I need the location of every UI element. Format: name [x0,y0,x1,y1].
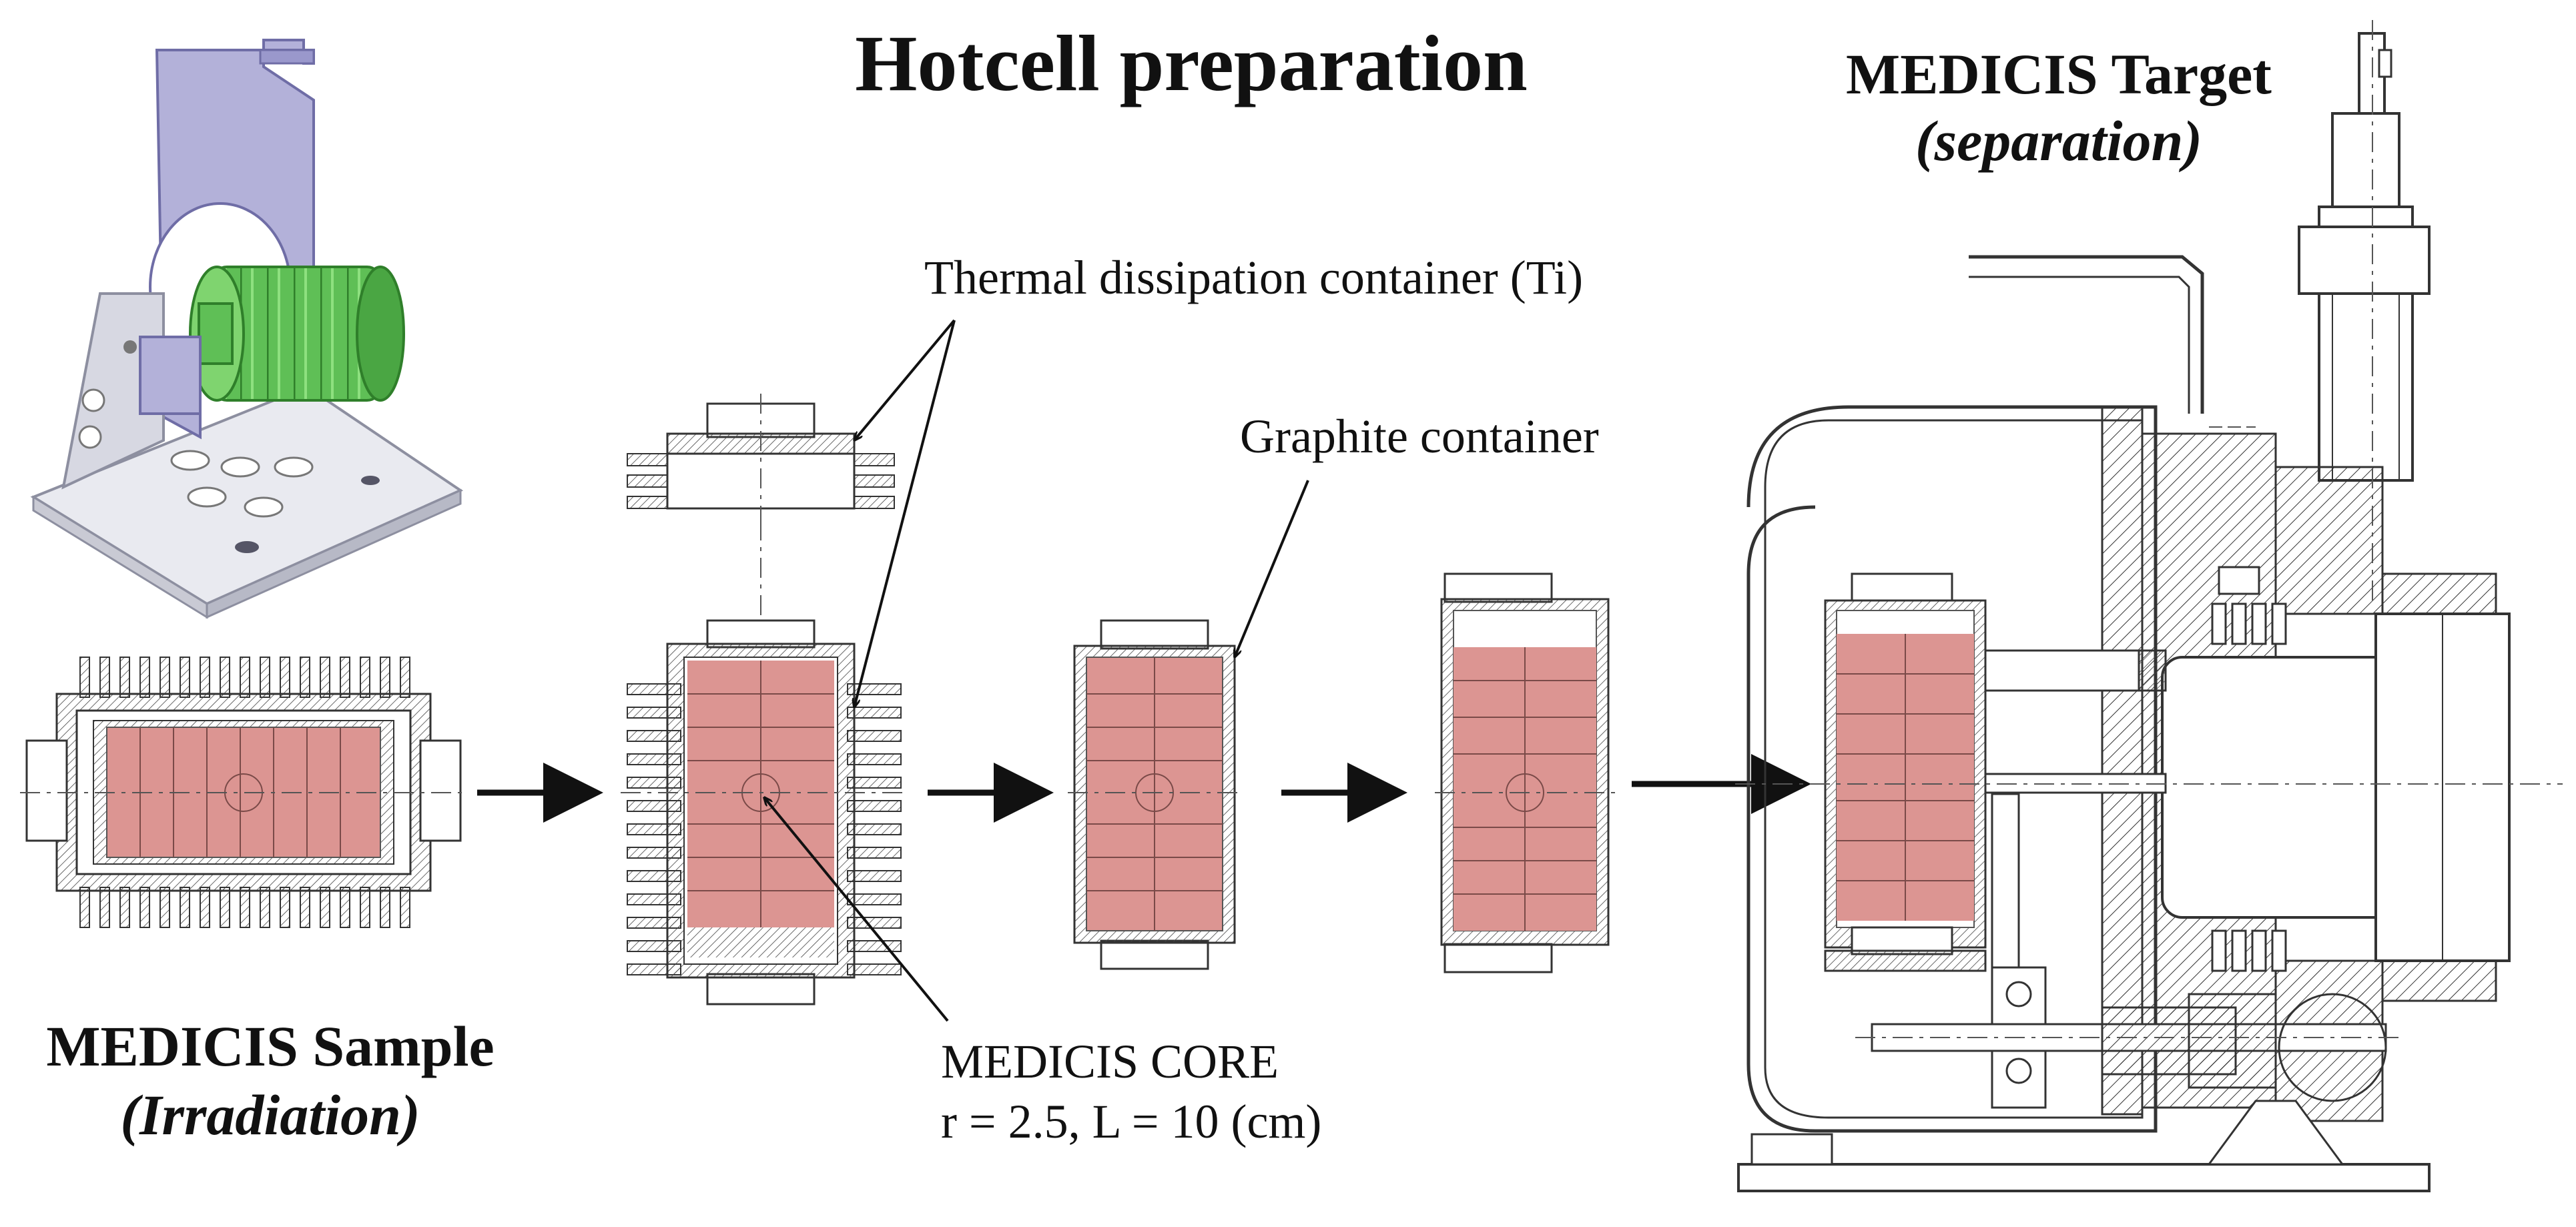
thermal-leader-2 [854,320,956,707]
sample-title: MEDICIS Sample [46,1014,494,1078]
graphite-leader [1235,480,1309,657]
thermal-leader-1 [854,319,956,440]
graphite-container-partial [1435,572,1615,973]
medicis-target-assembly [1735,20,2563,1192]
sample-subtitle: (Irradiation) [120,1083,420,1147]
ti-container-with-core [621,619,908,1005]
core-label-title: MEDICIS CORE [941,1035,1279,1088]
graphite-container-label: Graphite container [1240,410,1599,463]
sample-holder-3d-render [30,39,464,619]
page-title: Hotcell preparation [855,19,1528,107]
graphite-container-with-core [1068,619,1241,970]
core-leader [764,797,949,1022]
target-title: MEDICIS Target [1846,42,2272,106]
target-subtitle: (separation) [1915,109,2202,173]
sample-cross-section [20,657,467,928]
ti-container-lid [627,394,895,621]
core-label-dims: r = 2.5, L = 10 (cm) [941,1095,1321,1148]
thermal-container-label: Thermal dissipation container (Ti) [924,251,1583,304]
